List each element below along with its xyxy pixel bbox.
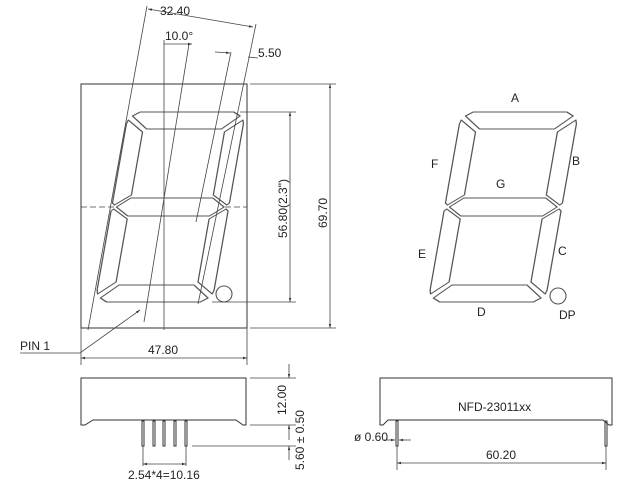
slant-extension-line xyxy=(197,23,257,305)
label-a: A xyxy=(511,91,519,105)
segment-map: A B C D E F G DP xyxy=(418,91,580,322)
dim-body-height: 69.70 xyxy=(316,198,330,228)
pin xyxy=(141,420,145,447)
front-digit xyxy=(94,111,247,303)
offset-dim-arrow xyxy=(214,51,231,54)
label-f: F xyxy=(431,157,438,171)
segment-map-digit xyxy=(427,111,580,303)
label-e: E xyxy=(418,247,426,261)
pin xyxy=(604,420,608,447)
side-view: 12.00 5.60 ± 0.50 2.54*4=10.16 xyxy=(80,364,307,482)
front-view: 32.40 10.0° 5.50 56.80(2.3") 69.70 47.80… xyxy=(20,4,336,365)
pins xyxy=(141,420,188,447)
pin1-leader xyxy=(20,309,141,354)
dim-segment-offset: 5.50 xyxy=(258,46,282,60)
pin xyxy=(152,420,156,447)
dim-pin-span: 60.20 xyxy=(486,448,516,462)
dim-body-depth: 12.00 xyxy=(275,385,289,415)
label-b: B xyxy=(572,154,580,168)
dim-pin-length: 5.60 ± 0.50 xyxy=(293,410,307,470)
label-g: G xyxy=(496,177,505,191)
decimal-point-front xyxy=(215,285,233,303)
dim-pin-diameter: ø 0.60 xyxy=(354,430,388,444)
slant-axis-line xyxy=(143,43,190,323)
slant-extension-line xyxy=(87,5,148,331)
label-dp: DP xyxy=(559,308,576,322)
dim-digit-height: 56.80(2.3") xyxy=(276,179,290,238)
pin xyxy=(184,420,188,447)
dim-body-width: 47.80 xyxy=(148,343,178,357)
label-d: D xyxy=(477,305,486,319)
side-body-outline xyxy=(80,377,247,426)
bottom-body-outline xyxy=(379,377,613,426)
pin xyxy=(162,420,166,447)
part-number: NFD-23011xx xyxy=(458,400,531,414)
pin xyxy=(395,420,399,447)
segment-offset-line xyxy=(195,51,232,223)
dim-slant-angle: 10.0° xyxy=(165,29,193,43)
decimal-point-map xyxy=(549,287,567,305)
offset-dim-arrow xyxy=(247,56,259,59)
bottom-view: NFD-23011xx ø 0.60 60.20 xyxy=(354,377,613,470)
pin1-label: PIN 1 xyxy=(20,339,50,353)
dim-pin-pitch: 2.54*4=10.16 xyxy=(128,468,200,482)
digit-width-dim-line xyxy=(147,8,254,28)
pin xyxy=(173,420,177,447)
dim-digit-width: 32.40 xyxy=(160,4,190,18)
label-c: C xyxy=(558,244,567,258)
